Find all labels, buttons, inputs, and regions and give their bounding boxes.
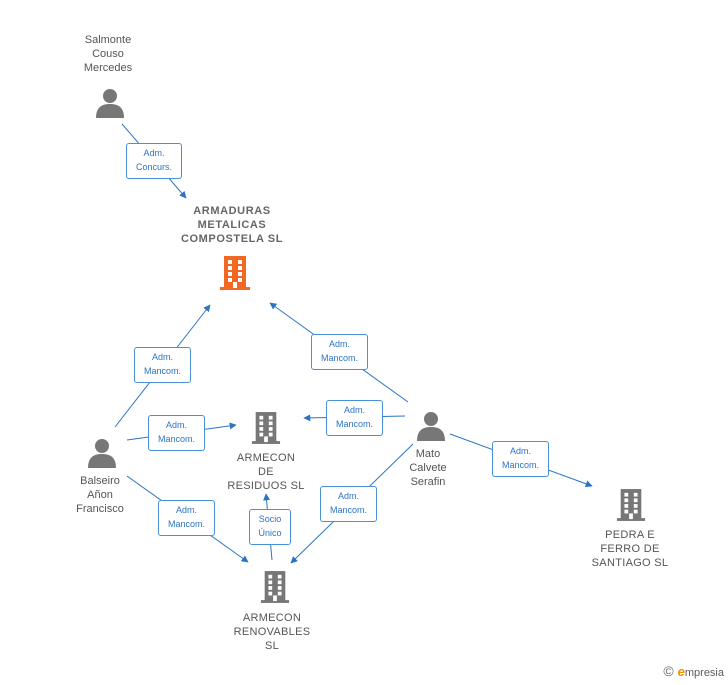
armecon-residuos-name[interactable]: ARMECON DE RESIDUOS SL	[227, 452, 305, 492]
relation-box-mato-residuos[interactable]: Adm. Mancom.	[326, 400, 383, 436]
brand-initial: e	[677, 663, 685, 679]
brand-name: mpresia	[684, 666, 724, 679]
relation-box-mato-pedra[interactable]: Adm. Mancom.	[492, 441, 549, 477]
relation-box-balseiro-residuos[interactable]: Adm. Mancom.	[148, 415, 205, 451]
building-icon[interactable]	[260, 569, 290, 605]
balseiro-name[interactable]: Balseiro Añon Francisco	[76, 475, 124, 515]
copyright-symbol: ©	[663, 663, 674, 679]
building-icon[interactable]	[219, 255, 251, 291]
person-icon[interactable]	[416, 411, 446, 441]
building-icon[interactable]	[616, 487, 646, 523]
main-company-name[interactable]: ARMADURAS METALICAS COMPOSTELA SL	[180, 205, 284, 245]
relation-box-renovables-residuos[interactable]: Socio Único	[249, 509, 291, 545]
building-icon[interactable]	[251, 410, 281, 446]
salmonte-name[interactable]: Salmonte Couso Mercedes	[83, 34, 133, 74]
relation-box-balseiro-renovables[interactable]: Adm. Mancom.	[158, 500, 215, 536]
person-icon[interactable]	[95, 88, 125, 118]
relation-box-balseiro-main[interactable]: Adm. Mancom.	[134, 347, 191, 383]
mato-name[interactable]: Mato Calvete Serafin	[409, 448, 447, 488]
person-icon[interactable]	[87, 438, 117, 468]
pedra-ferro-name[interactable]: PEDRA E FERRO DE SANTIAGO SL	[591, 529, 669, 569]
empresia-logo[interactable]: © empresia	[663, 663, 724, 679]
armecon-renovables-name[interactable]: ARMECON RENOVABLES SL	[233, 612, 311, 652]
relation-box-salmonte-main[interactable]: Adm. Concurs.	[126, 143, 182, 179]
relation-box-mato-main[interactable]: Adm. Mancom.	[311, 334, 368, 370]
relation-box-mato-renovables[interactable]: Adm. Mancom.	[320, 486, 377, 522]
